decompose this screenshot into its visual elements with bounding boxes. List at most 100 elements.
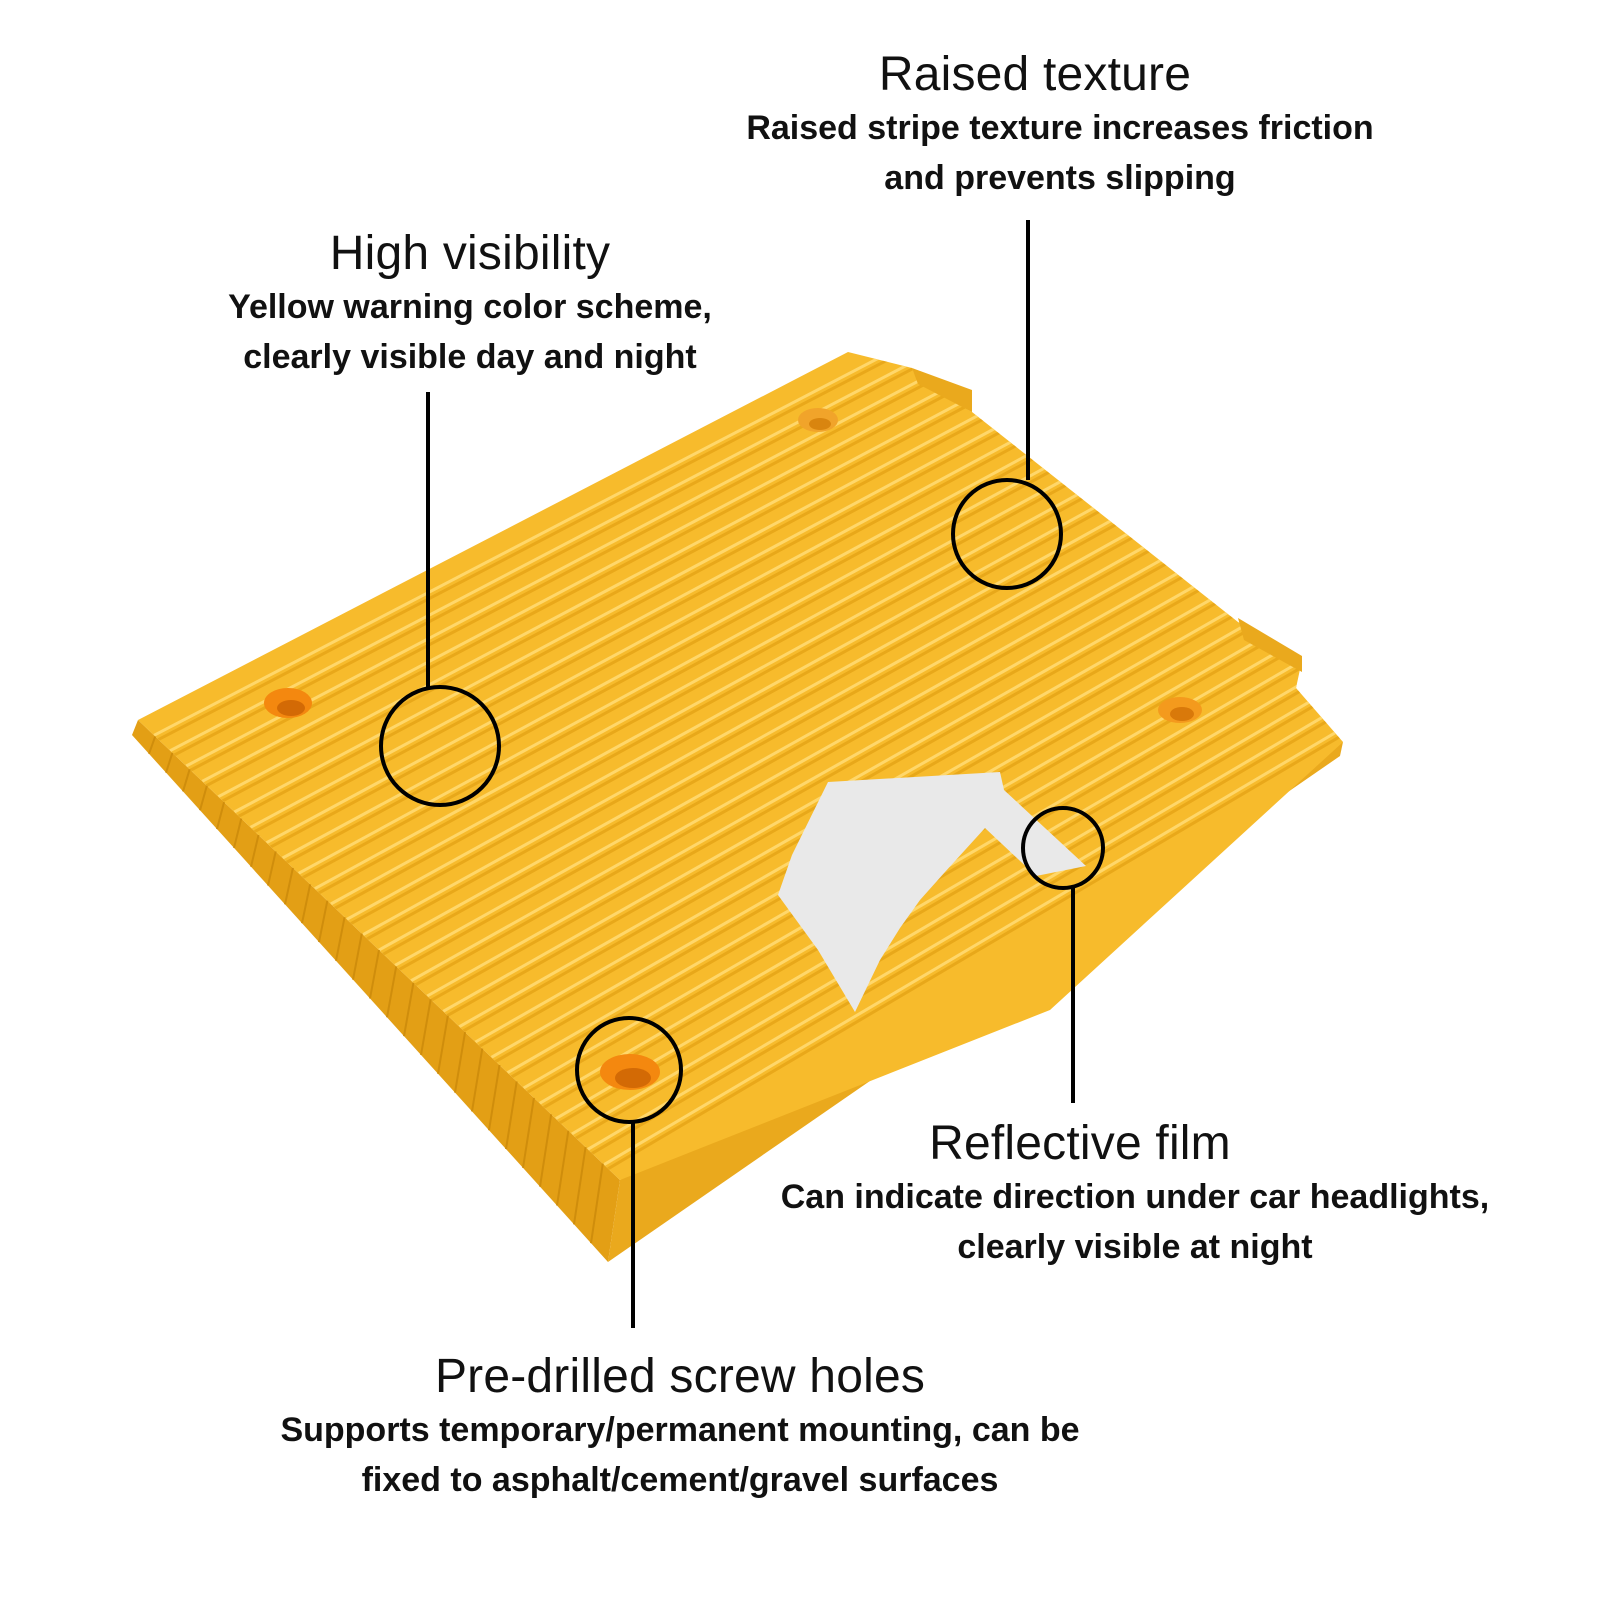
ridge-highlight bbox=[538, 613, 1343, 1105]
front-rib bbox=[148, 736, 157, 755]
front-rib bbox=[250, 834, 260, 867]
ridge-groove bbox=[315, 437, 1152, 896]
feature-description-line: Supports temporary/permanent mounting, c… bbox=[280, 1411, 1080, 1449]
front-rib bbox=[284, 867, 294, 905]
ridge-highlight bbox=[378, 483, 1217, 952]
ridge-highlight bbox=[330, 444, 1167, 906]
screw-hole-left bbox=[264, 688, 312, 718]
feature-description-line: and prevents slipping bbox=[884, 159, 1236, 197]
callout-circle-texture bbox=[951, 478, 1063, 590]
ridge-groove bbox=[572, 645, 1343, 1142]
ridge-groove bbox=[411, 515, 1251, 988]
ridge-highlight bbox=[603, 665, 1343, 1166]
feature-description-line: clearly visible day and night bbox=[243, 338, 697, 376]
feature-description-line: Yellow warning color scheme, bbox=[228, 288, 712, 326]
connector-tab-top bbox=[912, 368, 972, 412]
feature-description-line: Raised stripe texture increases friction bbox=[746, 109, 1374, 147]
ridge-groove bbox=[363, 476, 1201, 942]
ridge-groove bbox=[379, 489, 1218, 958]
front-rib bbox=[471, 1048, 484, 1112]
front-slope-ribs bbox=[148, 736, 604, 1244]
feature-title: Pre-drilled screw holes bbox=[434, 1350, 926, 1403]
ridge-highlight bbox=[410, 509, 1250, 982]
ridge-groove bbox=[588, 658, 1343, 1157]
ridge-groove bbox=[604, 671, 1343, 1172]
ridge-highlight bbox=[394, 496, 1233, 967]
feature-screw-holes: Pre-drilled screw holes Supports tempora… bbox=[215, 1349, 1145, 1505]
screw-hole-bottom bbox=[600, 1054, 660, 1090]
connector-tab-right bbox=[1238, 618, 1302, 672]
speed-bump-ramp bbox=[132, 352, 1343, 1262]
ridge-highlight bbox=[217, 353, 1052, 798]
screw-holes bbox=[264, 408, 1202, 1090]
ridge-groove bbox=[234, 372, 1069, 820]
ridge-groove bbox=[555, 632, 1343, 1126]
front-rib bbox=[182, 768, 191, 792]
ridge-highlight bbox=[281, 405, 1118, 860]
front-rib bbox=[488, 1064, 501, 1131]
front-rib bbox=[165, 752, 174, 773]
front-rib bbox=[556, 1130, 570, 1206]
ridge-groove bbox=[186, 352, 1020, 774]
callout-circle-visibility bbox=[379, 685, 501, 807]
front-rib bbox=[403, 982, 415, 1037]
feature-title: Reflective film bbox=[929, 1117, 1231, 1170]
front-rib bbox=[505, 1081, 518, 1150]
callout-circle-reflective bbox=[1021, 806, 1105, 890]
ridge-highlight bbox=[265, 392, 1101, 844]
ridge-highlight bbox=[233, 366, 1068, 814]
reflective-film-chevron bbox=[778, 772, 1086, 1012]
ridge-highlight bbox=[169, 352, 1002, 752]
ridge-groove bbox=[331, 450, 1168, 912]
ridge-highlight bbox=[185, 352, 1019, 768]
front-rib bbox=[522, 1097, 535, 1169]
feature-high-visibility: High visibility Yellow warning color sch… bbox=[170, 226, 770, 382]
ridge-groove bbox=[170, 352, 1003, 758]
ridge-groove bbox=[266, 398, 1102, 850]
ridge-highlight bbox=[426, 522, 1266, 998]
front-rib bbox=[199, 785, 208, 811]
feature-description-line: Can indicate direction under car headlig… bbox=[780, 1178, 1490, 1216]
ridge-highlight bbox=[554, 626, 1343, 1120]
ridge-highlight bbox=[153, 352, 986, 737]
ridge-groove bbox=[154, 352, 987, 743]
screw-hole-right bbox=[1158, 697, 1202, 723]
front-rib bbox=[369, 949, 380, 999]
ridge-highlight bbox=[201, 352, 1035, 783]
front-rib bbox=[352, 933, 363, 980]
front-rib bbox=[301, 884, 312, 924]
ridge-groove bbox=[427, 528, 1267, 1004]
ridge-highlight bbox=[571, 639, 1343, 1136]
feature-title: Raised texture bbox=[878, 48, 1192, 101]
front-rib bbox=[590, 1163, 604, 1244]
front-rib bbox=[335, 916, 346, 962]
screw-hole-top bbox=[798, 408, 838, 432]
ridge-groove bbox=[250, 385, 1086, 835]
ridge-highlight bbox=[587, 652, 1343, 1151]
feature-description-line: fixed to asphalt/cement/gravel surfaces bbox=[361, 1461, 999, 1499]
ridge-groove bbox=[218, 359, 1053, 804]
front-rib bbox=[573, 1146, 587, 1225]
ridge-highlight bbox=[346, 457, 1184, 921]
front-rib bbox=[318, 900, 329, 943]
callout-circle-holes bbox=[575, 1016, 683, 1124]
front-rib bbox=[420, 999, 432, 1056]
front-rib bbox=[233, 818, 243, 849]
ridge-groove bbox=[202, 352, 1036, 789]
ridge-highlight bbox=[249, 379, 1085, 829]
ridge-highlight bbox=[442, 535, 1283, 1013]
ridge-groove bbox=[539, 619, 1343, 1111]
feature-reflective-film: Reflective film Can indicate direction u… bbox=[735, 1116, 1535, 1272]
ridge-groove bbox=[347, 463, 1185, 927]
feature-raised-texture: Raised texture Raised stripe texture inc… bbox=[700, 47, 1420, 203]
front-rib bbox=[216, 801, 226, 830]
front-rib bbox=[454, 1031, 467, 1093]
front-rib bbox=[437, 1015, 449, 1074]
front-rib bbox=[267, 851, 277, 886]
ridge-highlight bbox=[314, 431, 1151, 890]
callouts bbox=[379, 220, 1105, 1328]
feature-title: High visibility bbox=[329, 227, 611, 280]
ridge-highlight bbox=[297, 418, 1134, 875]
ridge-groove bbox=[395, 502, 1234, 973]
